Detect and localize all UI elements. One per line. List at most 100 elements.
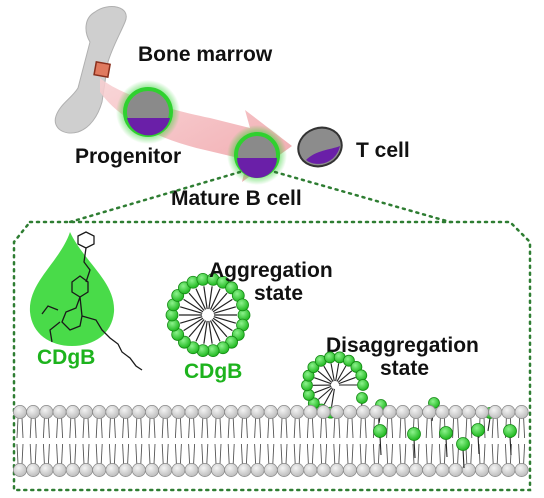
marrow-box: [93, 61, 111, 78]
lipid-tail: [74, 443, 77, 465]
lipid-tail: [298, 443, 301, 465]
lipid-tail: [430, 443, 433, 465]
micelle-tail: [209, 320, 221, 342]
micelle-tail: [212, 298, 233, 313]
lipid-head: [26, 405, 41, 419]
lipid-head: [184, 463, 199, 477]
lipid-head: [303, 463, 318, 477]
lipid-tail: [443, 443, 446, 465]
progenitor-cell: [116, 80, 180, 144]
lipid-head: [52, 405, 67, 419]
lipid-tail: [359, 417, 362, 439]
lipid-tail: [311, 443, 314, 465]
lipid-tail: [272, 417, 275, 439]
lipid-tail: [333, 443, 336, 465]
lipid-tail: [298, 417, 301, 439]
lipid-tail: [16, 443, 19, 465]
lipid-tail: [267, 417, 270, 439]
lipid-tail: [272, 443, 275, 465]
lipid-tail: [214, 417, 217, 439]
lipid-tail: [267, 443, 270, 465]
probe-tail: [487, 417, 491, 432]
lipid-tail: [127, 417, 130, 439]
micelle-tail: [323, 365, 334, 382]
lipid-tail: [188, 443, 191, 465]
lipid-tail: [404, 443, 407, 465]
micelle-tail: [203, 320, 208, 344]
lipid-tail: [391, 443, 394, 465]
lipid-head: [382, 463, 397, 477]
lipid-tail: [457, 417, 460, 439]
lipid-tail: [95, 417, 98, 439]
micelle-tail: [188, 292, 205, 311]
micelle-tail: [211, 292, 228, 311]
lipid-head: [65, 405, 80, 419]
lipid-tail: [34, 417, 37, 439]
lipid-tail: [47, 417, 50, 439]
lipid-tail: [100, 417, 103, 439]
micelle-tail: [211, 319, 228, 338]
lipid-tail: [219, 443, 222, 465]
micelle-icon: [165, 272, 251, 358]
micelle-tail: [317, 387, 333, 400]
lipid-head: [395, 463, 410, 477]
micelle-head: [302, 389, 315, 401]
lipid-tail: [518, 443, 521, 465]
micelle-tail: [213, 316, 236, 324]
probe-tail: [379, 435, 382, 456]
lipid-tail: [523, 443, 526, 465]
lipid-tail: [254, 443, 257, 465]
lipid-tail: [166, 443, 169, 465]
lipid-head: [197, 463, 212, 477]
lipid-tail: [74, 417, 77, 439]
lipid-tail: [338, 443, 341, 465]
lipid-tail: [372, 443, 375, 465]
lipid-head: [343, 463, 357, 477]
lipid-tail: [56, 443, 59, 465]
lipid-head: [79, 405, 93, 419]
lipid-tail: [351, 443, 354, 465]
lipid-tail: [100, 443, 103, 465]
lipid-head: [329, 463, 344, 477]
micelle-head: [301, 379, 313, 392]
lipid-head: [171, 405, 186, 419]
micelle-tail: [208, 320, 213, 344]
lipid-tail: [127, 443, 130, 465]
lipid-head: [316, 405, 331, 419]
lipid-tail: [47, 443, 50, 465]
lipid-tail: [21, 417, 24, 439]
lipid-tail: [122, 417, 125, 439]
lipid-tail: [232, 443, 235, 465]
lipid-tail: [56, 417, 59, 439]
lipid-head: [52, 463, 67, 477]
lipid-tail: [227, 417, 230, 439]
lipid-tail: [245, 417, 248, 439]
lipid-head: [13, 405, 27, 419]
probe-tail: [509, 435, 512, 456]
lipid-tail: [320, 443, 323, 465]
disaggregation-label-line1: Disaggregation: [326, 334, 479, 357]
lipid-tail: [29, 417, 32, 439]
lipid-tail: [148, 443, 151, 465]
lipid-tail: [227, 443, 230, 465]
lipid-tail: [496, 417, 499, 439]
lipid-tail: [496, 443, 499, 465]
lipid-tail: [254, 417, 257, 439]
progenitor-label: Progenitor: [75, 145, 181, 168]
micelle-head: [357, 379, 369, 391]
lipid-head: [237, 405, 252, 419]
lipid-tail: [364, 417, 367, 439]
lipid-tail: [174, 443, 177, 465]
aggregation-label-line1: Aggregation: [209, 259, 333, 282]
lipid-tail: [42, 417, 45, 439]
micelle-head: [324, 351, 336, 364]
lipid-tail: [113, 417, 116, 439]
lipid-head: [237, 463, 252, 477]
lipid-tail: [174, 417, 177, 439]
micelle-head: [236, 298, 249, 312]
lipid-tail: [140, 443, 143, 465]
lipid-head: [171, 463, 186, 477]
lipid-tail: [108, 443, 111, 465]
lipid-head: [343, 405, 357, 419]
